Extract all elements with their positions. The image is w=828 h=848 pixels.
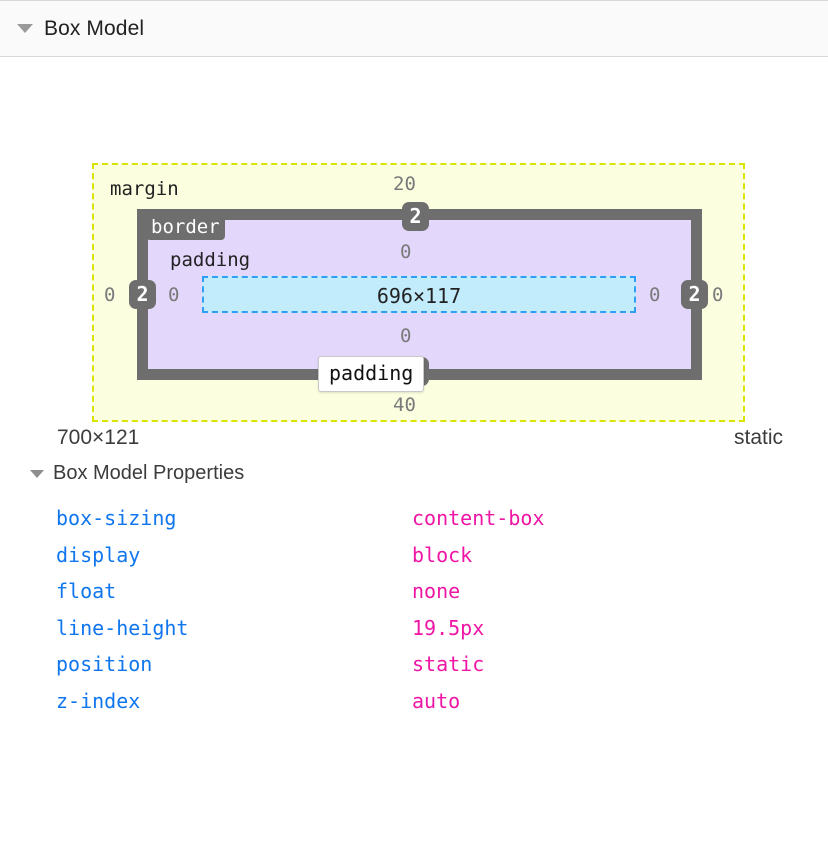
box-model-diagram[interactable]: margin border padding 20 40 0 0 0 0 0 0 … xyxy=(0,57,828,422)
property-value[interactable]: block xyxy=(412,542,473,567)
table-row[interactable]: display block xyxy=(0,537,828,574)
property-value[interactable]: auto xyxy=(412,688,461,713)
padding-left-value[interactable]: 0 xyxy=(168,284,180,306)
property-name[interactable]: display xyxy=(56,542,141,567)
padding-top-value[interactable]: 0 xyxy=(400,241,412,263)
page-title: Box Model xyxy=(44,16,145,40)
padding-bottom-value[interactable]: 0 xyxy=(400,325,412,347)
table-row[interactable]: line-height 19.5px xyxy=(0,610,828,647)
table-row[interactable]: z-index auto xyxy=(0,683,828,720)
padding-right-value[interactable]: 0 xyxy=(649,284,661,306)
box-model-properties-list: box-sizing content-box display block flo… xyxy=(0,500,828,719)
box-model-properties-header[interactable]: Box Model Properties xyxy=(30,462,244,485)
property-name[interactable]: line-height xyxy=(56,615,189,640)
property-value[interactable]: static xyxy=(412,652,485,677)
property-name[interactable]: z-index xyxy=(56,688,141,713)
table-row[interactable]: box-sizing content-box xyxy=(0,500,828,537)
triangle-down-icon[interactable] xyxy=(17,24,33,33)
content-size-value[interactable]: 696×117 xyxy=(376,284,462,308)
margin-left-value[interactable]: 0 xyxy=(104,284,116,306)
triangle-down-icon[interactable] xyxy=(30,469,44,478)
property-name[interactable]: position xyxy=(56,652,153,677)
margin-label: margin xyxy=(110,178,179,200)
box-model-properties-title: Box Model Properties xyxy=(53,462,245,484)
border-top-value[interactable]: 2 xyxy=(402,202,429,231)
box-model-tooltip: padding xyxy=(318,356,425,392)
table-row[interactable]: float none xyxy=(0,573,828,610)
border-left-value[interactable]: 2 xyxy=(129,280,156,309)
box-model-summary: 700×121 static xyxy=(0,420,828,456)
border-right-value[interactable]: 2 xyxy=(681,280,708,309)
margin-bottom-value[interactable]: 40 xyxy=(393,394,416,416)
border-label: border xyxy=(146,216,225,240)
property-name[interactable]: float xyxy=(56,579,117,604)
property-value[interactable]: none xyxy=(412,579,461,604)
margin-top-value[interactable]: 20 xyxy=(393,173,416,195)
margin-right-value[interactable]: 0 xyxy=(712,284,724,306)
content-box-region[interactable] xyxy=(202,276,636,313)
property-value[interactable]: content-box xyxy=(412,506,545,531)
padding-label: padding xyxy=(170,249,251,271)
box-model-panel-header[interactable]: Box Model xyxy=(0,0,828,57)
table-row[interactable]: position static xyxy=(0,646,828,683)
element-position: static xyxy=(733,426,783,449)
property-name[interactable]: box-sizing xyxy=(56,506,177,531)
property-value[interactable]: 19.5px xyxy=(412,615,485,640)
element-dimensions: 700×121 xyxy=(57,426,140,449)
